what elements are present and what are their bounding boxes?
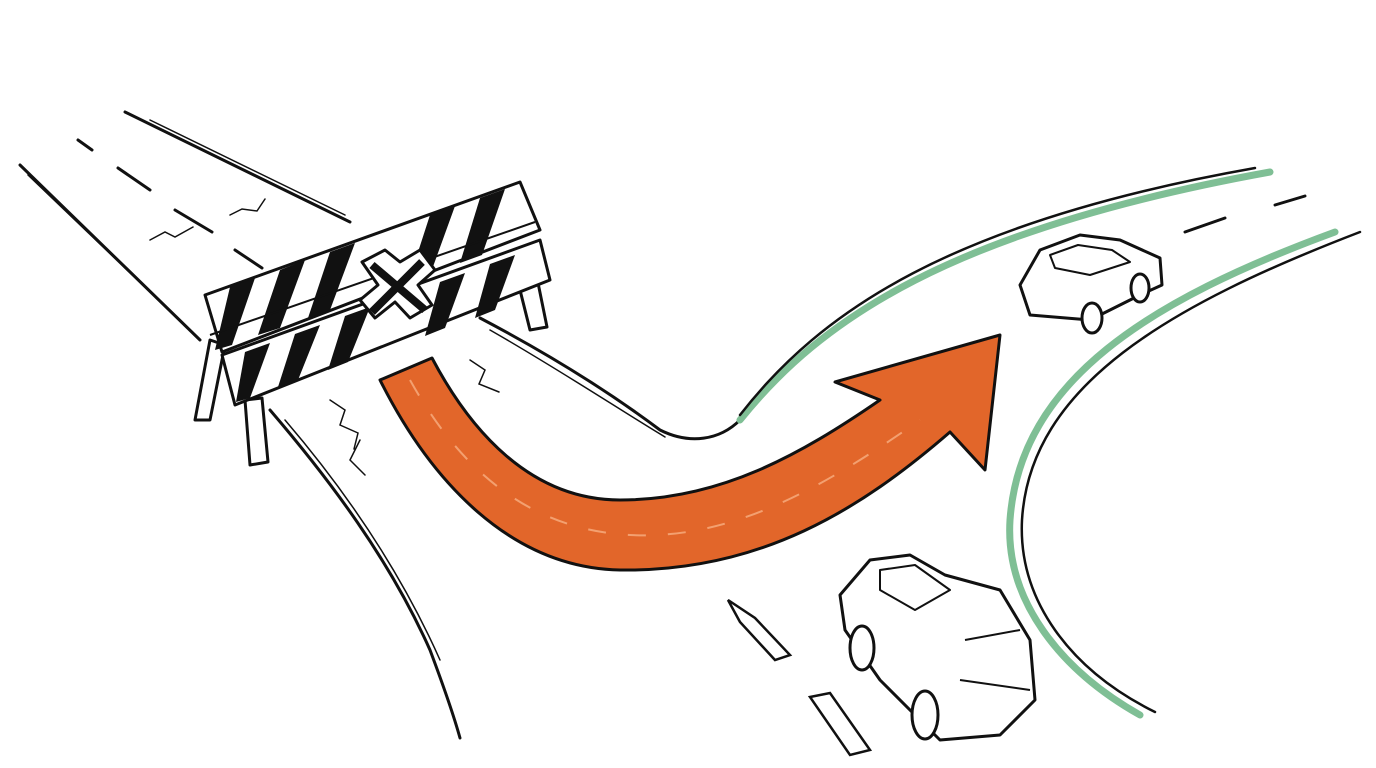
car-icon — [1018, 233, 1164, 335]
detour-arrow-icon — [378, 333, 1002, 572]
road-barricade-icon — [193, 180, 552, 467]
new-road-edges — [736, 166, 1362, 719]
x-mark-icon — [358, 248, 437, 320]
lower-road — [268, 194, 1307, 757]
car-icon — [838, 553, 1037, 742]
closed-road — [18, 110, 352, 342]
